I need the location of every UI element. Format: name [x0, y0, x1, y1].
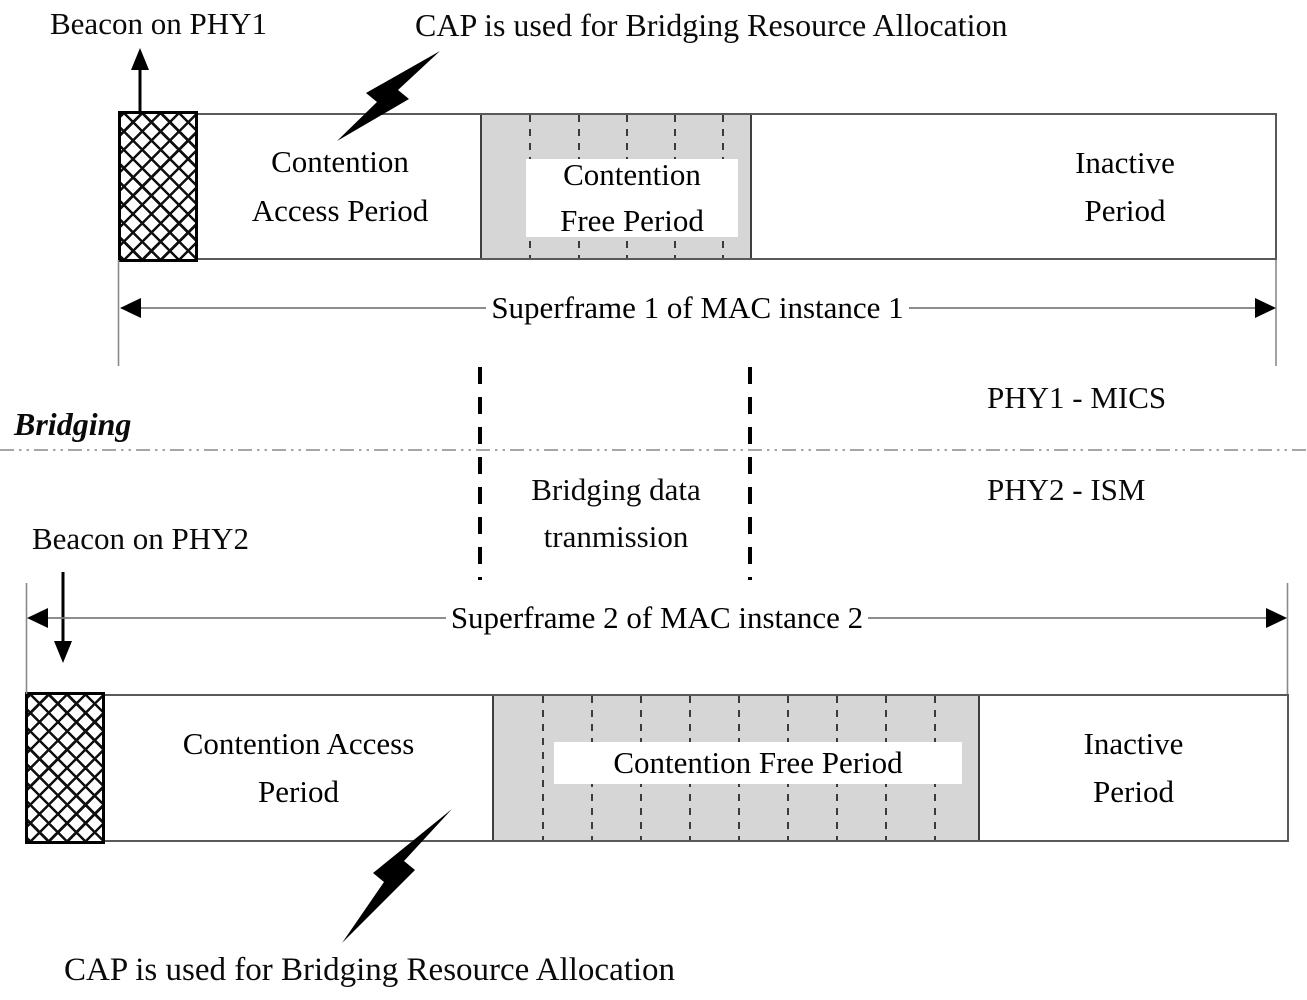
- sf1-arrow-label: Superframe 1 of MAC instance 1: [486, 290, 909, 326]
- sf2-arrow-label: Superframe 2 of MAC instance 2: [445, 600, 869, 636]
- phy1-label: PHY1 - MICS: [987, 380, 1167, 415]
- sf1-inactive-label: Inactive Period: [1075, 144, 1175, 228]
- beacon1-crosshatch-box: [118, 111, 198, 262]
- bridging-data-label: Bridging data tranmission: [531, 472, 701, 554]
- sf2-cap-label: Contention Access Period: [182, 725, 415, 809]
- beacon2-crosshatch-box: [25, 692, 105, 844]
- sf1-cap-label: Contention Access Period: [251, 144, 429, 228]
- beacon2-label: Beacon on PHY2: [32, 521, 249, 556]
- cap-note-bottom: CAP is used for Bridging Resource Alloca…: [64, 952, 676, 988]
- superframe1-bar: Contention Access Period Contention Free…: [118, 111, 1277, 262]
- superframe2-bar: Contention Access Period Contention Free…: [25, 692, 1289, 844]
- sf2-cap-section: Contention Access Period: [105, 696, 492, 840]
- cap-note-top: CAP is used for Bridging Resource Alloca…: [415, 7, 1008, 43]
- beacon1-label: Beacon on PHY1: [50, 6, 267, 41]
- sf1-cfp-section: Contention Free Period: [480, 115, 752, 258]
- beacon1-arrow-head: [131, 48, 149, 70]
- sf1-inactive-section: Inactive Period: [752, 115, 1275, 258]
- slot-divider: [542, 696, 544, 840]
- sf2-arrow-label-row: Superframe 2 of MAC instance 2: [25, 596, 1289, 640]
- phy2-label: PHY2 - ISM: [987, 472, 1146, 507]
- sf2-cfp-label: Contention Free Period: [554, 742, 962, 784]
- sf1-cfp-label: Contention Free Period: [526, 157, 738, 238]
- sf1-cap-section: Contention Access Period: [198, 115, 482, 258]
- sf1-arrow-label-row: Superframe 1 of MAC instance 1: [118, 286, 1277, 330]
- beacon2-arrow-head: [54, 641, 72, 663]
- sf2-inactive-label: Inactive Period: [1083, 725, 1184, 809]
- bridging-label: Bridging: [14, 406, 132, 442]
- sf2-cfp-section: Contention Free Period: [492, 696, 980, 840]
- sf2-inactive-section: Inactive Period: [980, 696, 1287, 840]
